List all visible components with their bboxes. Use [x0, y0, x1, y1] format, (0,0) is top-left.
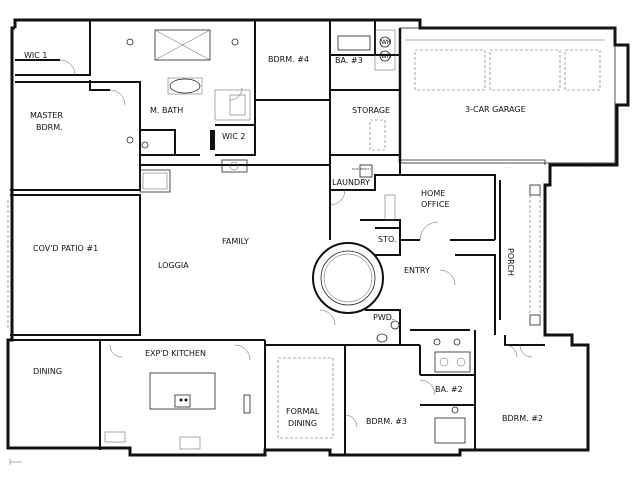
entry-label: ENTRY — [404, 266, 430, 275]
pwd-label: PWD. — [373, 313, 394, 322]
formal-dining-label-line2: DINING — [288, 419, 317, 428]
loggia-label: LOGGIA — [158, 261, 189, 270]
laundry-label: LAUNDRY — [332, 178, 370, 187]
fixture-labels: WH WH MUD BENCH — [352, 39, 391, 171]
bdrm2-label: BDRM. #2 — [502, 414, 543, 423]
formal-dining-label-line1: FORMAL — [286, 407, 320, 416]
scale-marks — [9, 459, 22, 465]
family-label: FAMILY — [222, 237, 249, 246]
storage-label: STORAGE — [352, 106, 390, 115]
master-bdrm-label-line2: BDRM. — [36, 123, 63, 132]
home-office-label-line1: HOME — [421, 189, 445, 198]
expd-kitchen-label: EXP'D KITCHEN — [145, 349, 206, 358]
garage: 3-CAR GARAGE . . . . . . . . — [398, 27, 616, 169]
dining-label: DINING — [33, 367, 62, 376]
bdrm4-label: BDRM. #4 — [268, 55, 309, 64]
room-labels: WIC 1 MASTER BDRM. M. BATH WIC 2 BDRM. #… — [24, 51, 543, 428]
sto-label: STO. — [378, 235, 396, 244]
svg-text:. . . .: . . . . — [585, 165, 592, 169]
ba2-label: BA. #2 — [435, 385, 463, 394]
exterior-walls — [6, 18, 630, 457]
wh-label-1: WH — [381, 39, 391, 46]
wh-label-2: WH — [381, 53, 391, 60]
porch-label: PORCH — [506, 248, 515, 276]
mud-bench-label: MUD BENCH — [352, 167, 371, 171]
garage-label: 3-CAR GARAGE — [465, 105, 526, 114]
rotunda — [312, 242, 384, 314]
m-bath-label: M. BATH — [150, 106, 183, 115]
svg-text:. . . .: . . . . — [505, 165, 512, 169]
wic2-label: WIC 2 — [222, 132, 246, 141]
interior-walls — [8, 20, 545, 455]
home-office-label-line2: OFFICE — [421, 200, 450, 209]
wic1-label: WIC 1 — [24, 51, 48, 60]
master-bdrm-label-line1: MASTER — [30, 111, 63, 120]
fixtures — [7, 29, 541, 450]
covd-patio-label: COV'D PATIO #1 — [33, 244, 98, 253]
ba3-label: BA. #3 — [335, 56, 363, 65]
bdrm3-label: BDRM. #3 — [366, 417, 407, 426]
